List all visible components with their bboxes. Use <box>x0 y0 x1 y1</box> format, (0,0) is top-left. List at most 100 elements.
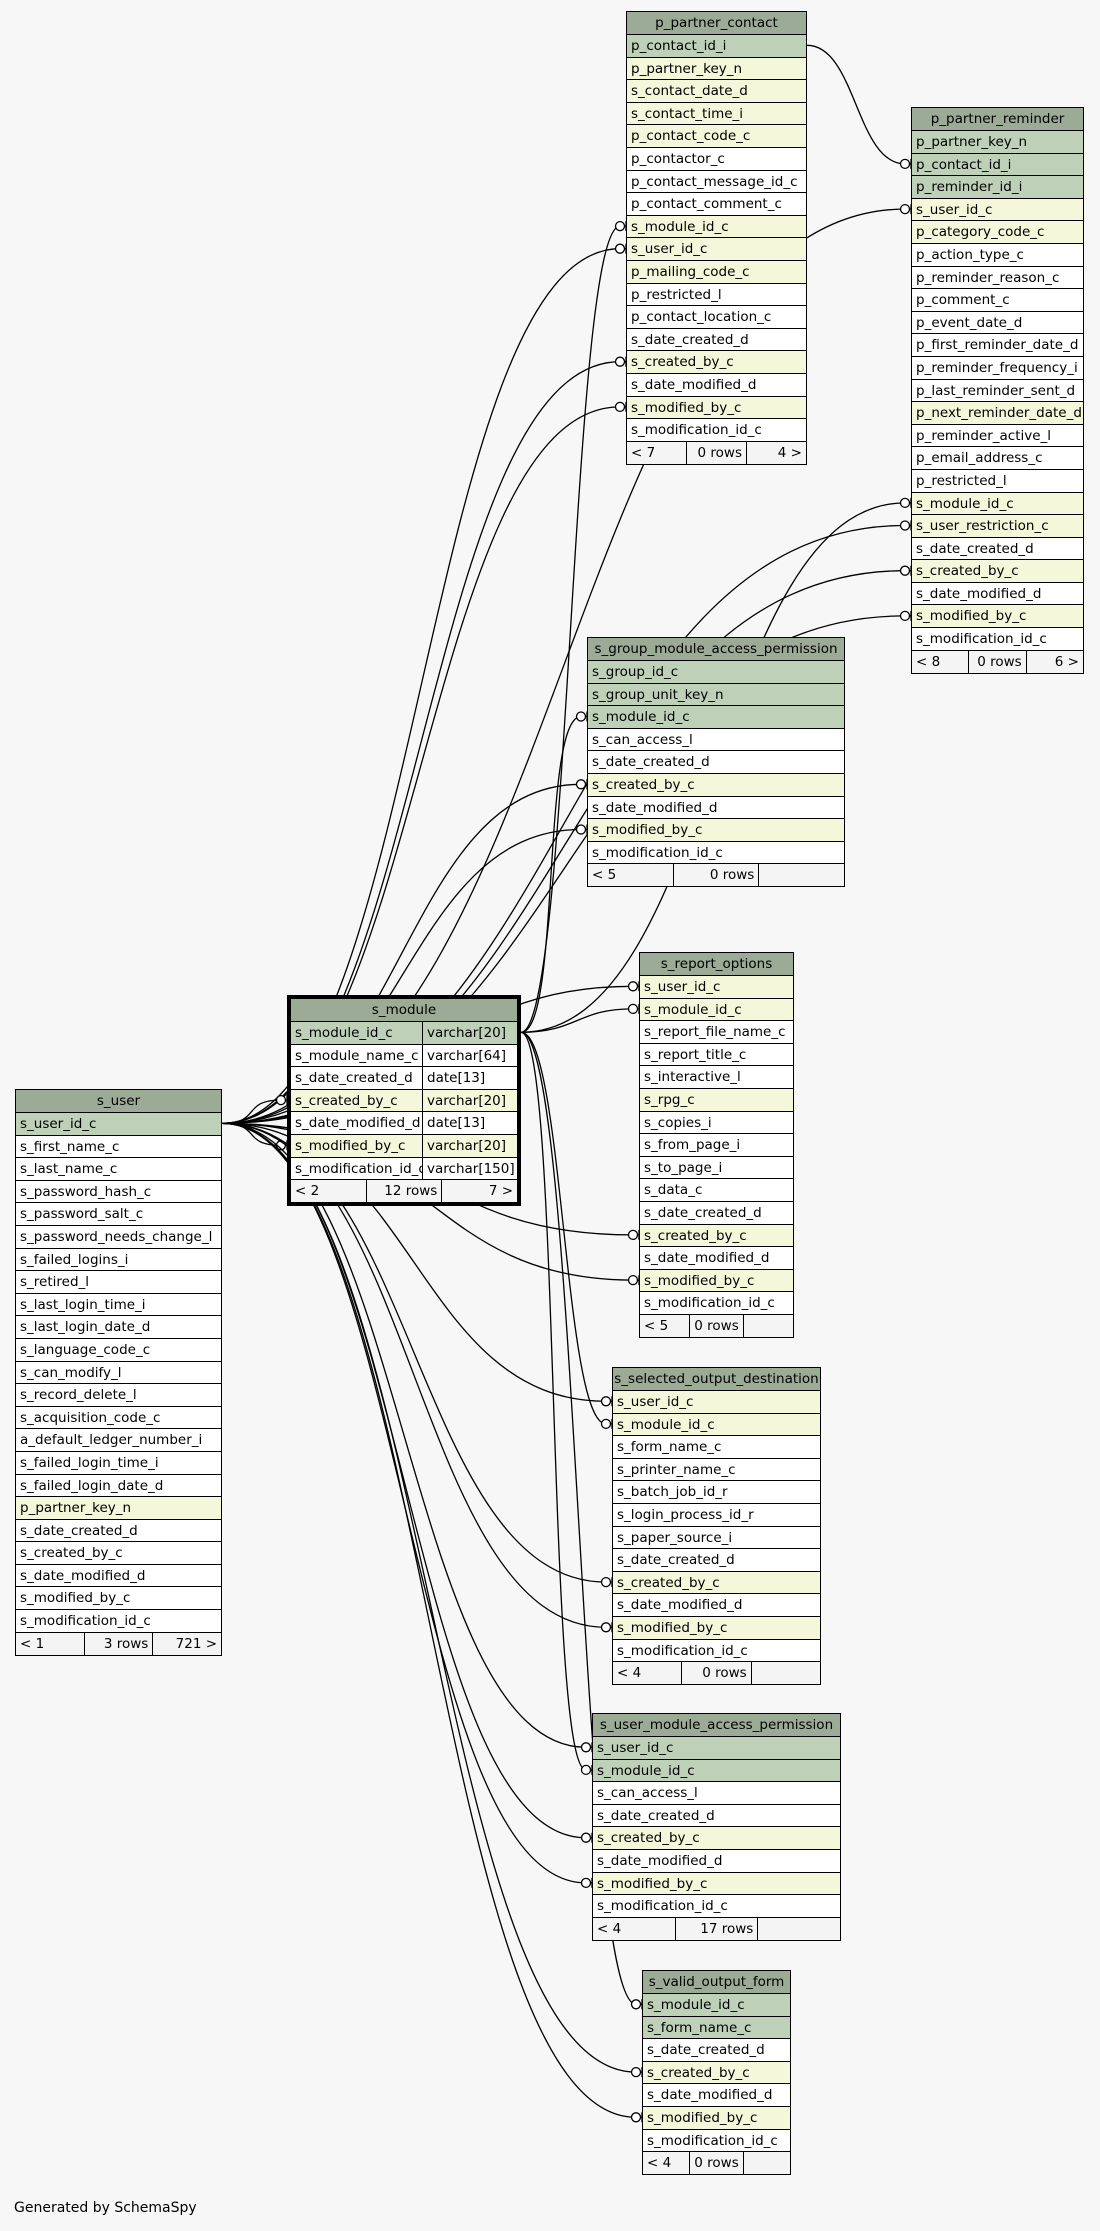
column-row[interactable]: s_form_name_c <box>643 2016 790 2040</box>
parents-count[interactable]: < 2 <box>291 1180 367 1203</box>
column-row[interactable]: s_modification_id_c <box>593 1895 840 1918</box>
column-row[interactable]: s_printer_name_c <box>613 1459 820 1482</box>
column-row[interactable]: s_modified_by_c <box>627 396 806 420</box>
column-row[interactable]: s_retired_l <box>16 1271 221 1294</box>
column-row[interactable]: s_acquisition_code_c <box>16 1407 221 1430</box>
column-row[interactable]: p_contact_comment_c <box>627 193 806 216</box>
column-row[interactable]: s_modified_by_c <box>588 819 844 842</box>
column-row[interactable]: s_module_id_c <box>588 706 844 729</box>
column-row[interactable]: s_date_modified_d <box>912 583 1083 606</box>
column-row[interactable]: s_date_created_d <box>16 1520 221 1543</box>
column-row[interactable]: p_reminder_reason_c <box>912 267 1083 290</box>
column-row[interactable]: s_date_modified_d <box>613 1594 820 1617</box>
column-row[interactable]: s_modification_id_c <box>613 1640 820 1663</box>
table-title[interactable]: s_module <box>291 999 517 1022</box>
column-row[interactable]: s_can_modify_l <box>16 1362 221 1385</box>
column-row[interactable]: s_module_id_c <box>593 1759 840 1783</box>
column-row[interactable]: p_reminder_active_l <box>912 425 1083 448</box>
column-row[interactable]: s_failed_login_time_i <box>16 1452 221 1475</box>
column-row[interactable]: p_reminder_id_i <box>912 176 1083 199</box>
column-row[interactable]: s_batch_job_id_r <box>613 1481 820 1504</box>
children-count[interactable]: 6 > <box>1054 653 1079 670</box>
column-row[interactable]: a_default_ledger_number_i <box>16 1429 221 1452</box>
column-row[interactable]: s_report_title_c <box>640 1044 793 1067</box>
column-row[interactable]: s_created_by_c <box>640 1224 793 1248</box>
column-row[interactable]: s_date_created_d <box>613 1549 820 1572</box>
row-count[interactable]: 0 rows <box>690 1314 744 1337</box>
children-count[interactable] <box>752 1662 820 1684</box>
column-row[interactable]: s_modified_by_c <box>613 1616 820 1640</box>
column-row[interactable]: s_created_by_c <box>588 773 844 797</box>
parents-count[interactable]: < 8 <box>912 650 970 673</box>
column-row[interactable]: s_modification_id_c <box>627 419 806 442</box>
table-title[interactable]: p_partner_reminder <box>912 108 1083 131</box>
column-row[interactable]: s_last_login_date_d <box>16 1316 221 1339</box>
column-row[interactable]: s_date_created_d <box>912 538 1083 561</box>
table-s-group-module-access-permission[interactable]: s_group_module_access_permission s_group_… <box>587 637 845 888</box>
column-row[interactable]: p_partner_key_n <box>912 131 1083 154</box>
column-row[interactable]: s_user_id_c <box>912 198 1083 222</box>
children-count[interactable] <box>744 2152 790 2174</box>
parents-count[interactable]: < 7 <box>627 441 687 464</box>
column-row[interactable]: s_user_id_c <box>593 1737 840 1760</box>
column-row[interactable]: s_user_id_c <box>613 1391 820 1414</box>
column-row[interactable]: s_module_id_c <box>627 215 806 239</box>
column-row[interactable]: s_failed_logins_i <box>16 1249 221 1272</box>
table-title[interactable]: p_partner_contact <box>627 12 806 35</box>
table-title[interactable]: s_group_module_access_permission <box>588 638 844 661</box>
children-count[interactable]: 4 > <box>777 444 802 461</box>
column-row[interactable]: s_date_created_d <box>593 1805 840 1828</box>
column-row[interactable]: s_date_modified_d <box>16 1565 221 1588</box>
column-row[interactable]: s_created_by_c <box>613 1571 820 1595</box>
parents-count[interactable]: < 5 <box>640 1314 691 1337</box>
column-row[interactable]: s_created_by_c <box>912 560 1083 583</box>
column-row[interactable]: s_user_id_c <box>640 976 793 999</box>
column-row[interactable]: p_contact_location_c <box>627 306 806 329</box>
column-row[interactable]: s_date_created_d <box>627 329 806 352</box>
column-row[interactable]: s_first_name_c <box>16 1136 221 1159</box>
column-row[interactable]: s_record_delete_l <box>16 1384 221 1407</box>
column-row[interactable]: s_module_id_c <box>912 492 1083 516</box>
column-row[interactable]: p_email_address_c <box>912 447 1083 470</box>
row-count[interactable]: 0 rows <box>969 650 1027 673</box>
column-row[interactable]: p_partner_key_n <box>16 1497 221 1520</box>
column-row[interactable]: p_comment_c <box>912 289 1083 312</box>
column-row[interactable]: s_module_id_c <box>613 1413 820 1437</box>
column-row[interactable]: s_language_code_c <box>16 1339 221 1362</box>
column-row[interactable]: s_paper_source_i <box>613 1527 820 1550</box>
column-row[interactable]: s_modified_by_c <box>640 1269 793 1293</box>
column-row[interactable]: s_modification_id_c <box>643 2130 790 2153</box>
column-row[interactable]: s_password_hash_c <box>16 1181 221 1204</box>
column-row[interactable]: s_date_modified_d <box>588 797 844 820</box>
column-row[interactable]: s_date_created_d <box>643 2039 790 2062</box>
column-row[interactable]: p_restricted_l <box>912 470 1083 493</box>
row-count[interactable]: 0 rows <box>690 2152 744 2175</box>
column-row[interactable]: s_to_page_i <box>640 1157 793 1180</box>
column-row[interactable]: s_password_needs_change_l <box>16 1226 221 1249</box>
column-row[interactable]: s_date_created_d <box>640 1202 793 1225</box>
parents-count[interactable]: < 4 <box>593 1917 676 1940</box>
column-row[interactable]: s_rpg_c <box>640 1088 793 1112</box>
column-row[interactable]: s_user_id_c <box>16 1113 221 1136</box>
column-row[interactable]: p_category_code_c <box>912 221 1083 244</box>
table-title[interactable]: s_selected_output_destination <box>613 1368 820 1391</box>
column-row[interactable]: p_restricted_l <box>627 284 806 307</box>
column-row[interactable]: p_contact_code_c <box>627 125 806 148</box>
column-row[interactable]: s_created_by_c <box>627 351 806 374</box>
row-count[interactable]: 0 rows <box>682 1662 752 1685</box>
column-row[interactable]: s_group_unit_key_n <box>588 683 844 707</box>
column-row[interactable]: s_modification_id_c <box>588 842 844 865</box>
column-row[interactable]: s_date_modified_d <box>593 1850 840 1873</box>
column-row[interactable]: s_date_modified_d <box>643 2084 790 2107</box>
column-row[interactable]: s_created_by_c <box>593 1827 840 1850</box>
column-row[interactable]: s_failed_login_date_d <box>16 1475 221 1498</box>
column-row[interactable]: s_modification_id_c <box>912 628 1083 651</box>
